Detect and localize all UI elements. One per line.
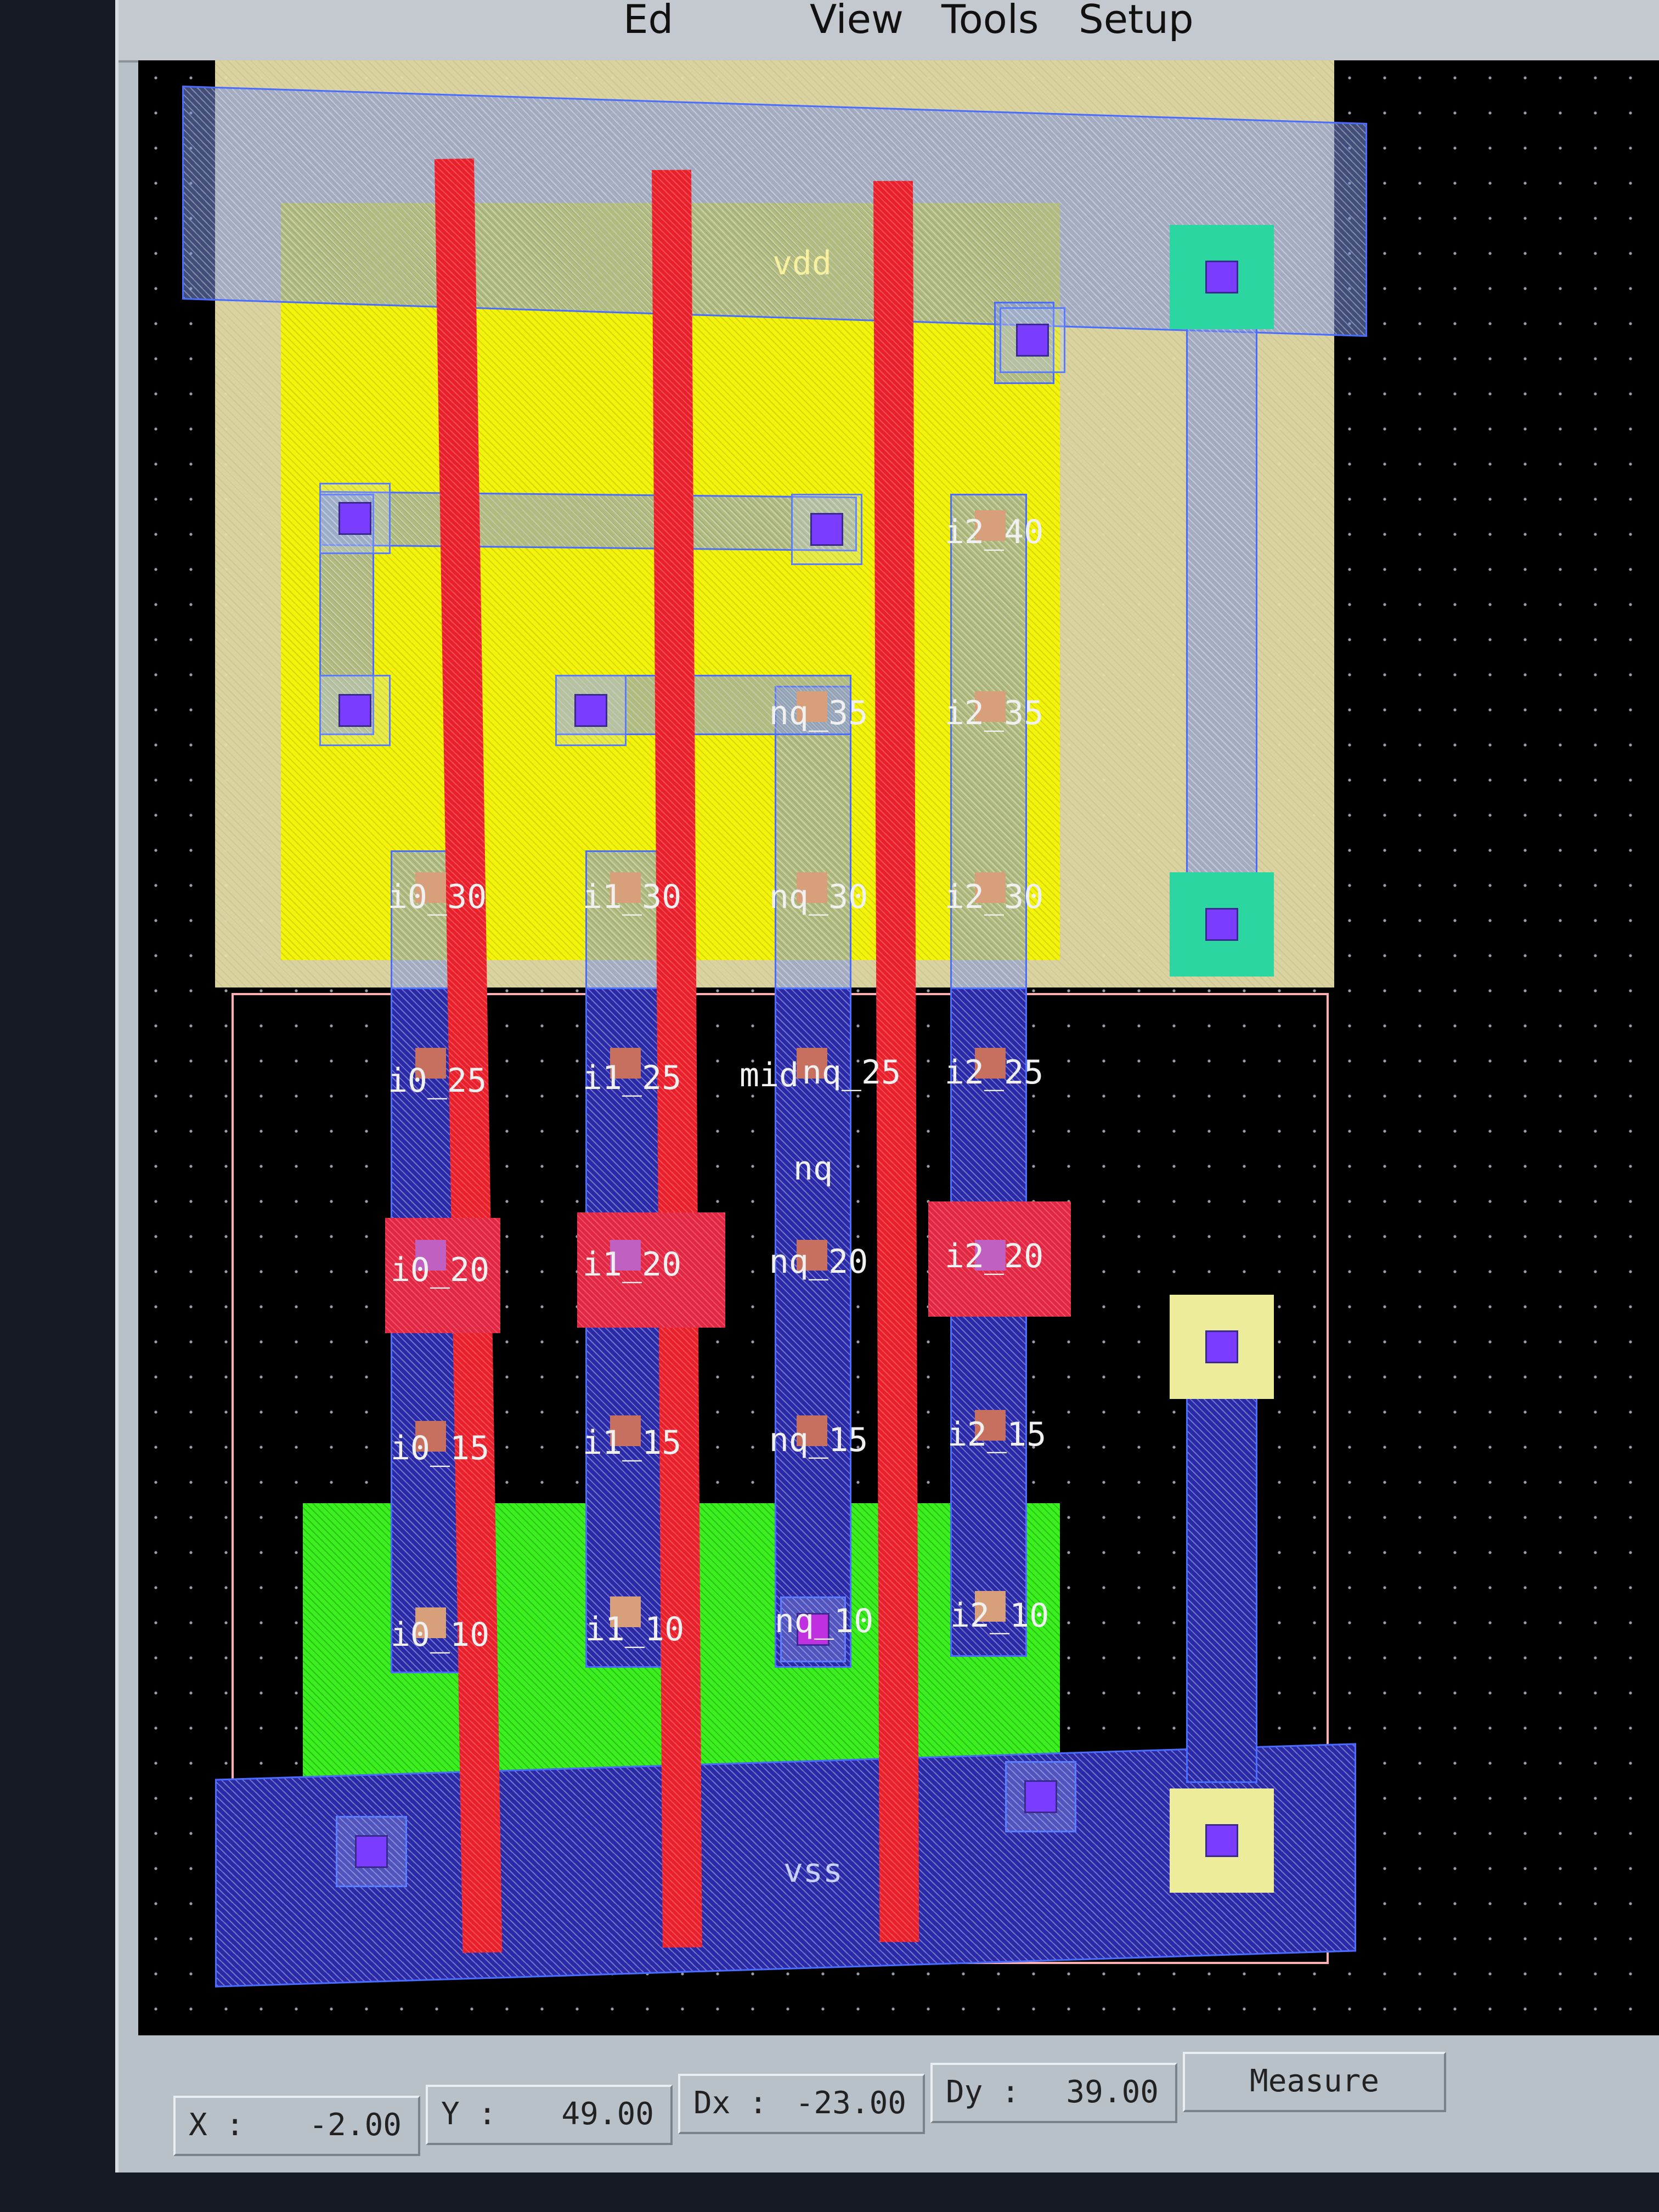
label-i2-15: i2_15: [947, 1415, 1047, 1454]
label-i1-30: i1_30: [582, 878, 682, 916]
metal-i1-lower[interactable]: [585, 988, 662, 1668]
via-i2-15: [975, 1410, 1006, 1441]
via-i0-15: [415, 1421, 446, 1452]
nwell-tap-strap[interactable]: [1186, 324, 1257, 960]
label-nq-25: nq_25: [802, 1053, 901, 1092]
label-i1-15: i1_15: [582, 1424, 682, 1462]
poly-pad-i1[interactable]: [577, 1212, 725, 1328]
via-nq-30: [797, 872, 827, 903]
via-nq-25: [797, 1048, 827, 1079]
label-i2-35: i2_35: [944, 694, 1044, 732]
label-i2-40: i2_40: [944, 513, 1044, 551]
via-i1-15: [610, 1415, 641, 1446]
label-i2-10: i2_10: [950, 1596, 1049, 1635]
layout-editor-window: Ed View Tools Setup vdd vss: [115, 0, 1659, 2172]
label-nq-10: nq_10: [774, 1602, 874, 1640]
contact-pmos-left-bottom-icon: [338, 694, 371, 727]
status-bar: X :-2.00 Y :49.00 Dx :-23.00 Dy :39.00 M…: [173, 2030, 1659, 2172]
contact-nq-10-icon: [797, 1613, 830, 1646]
contact-pmos-mid-top-icon: [810, 513, 843, 546]
contact-nq-strap-left-icon: [574, 694, 607, 727]
label-i0-15: i0_15: [390, 1429, 490, 1468]
label-i1-20: i1_20: [582, 1245, 682, 1284]
label-i0-25: i0_25: [387, 1062, 487, 1100]
label-i1-10: i1_10: [585, 1610, 685, 1649]
metal-pmos-strap-top[interactable]: [319, 490, 857, 552]
vdd-label: vdd: [772, 244, 832, 283]
via-i0-30: [415, 872, 446, 903]
substrate-tap-strap[interactable]: [1186, 1355, 1257, 1783]
via-i1-10: [610, 1596, 641, 1627]
via-i2-25: [975, 1048, 1006, 1079]
via-i1-20: [610, 1240, 641, 1271]
contact-vdd-strap-icon: [1016, 324, 1049, 357]
label-nq-30: nq_30: [769, 878, 868, 916]
contact-vss-right-icon: [1024, 1780, 1057, 1813]
poly-pad-i0[interactable]: [385, 1218, 500, 1333]
menu-tools[interactable]: Tools: [941, 0, 1039, 42]
substrate-tap-mid-contact-icon: [1205, 1330, 1238, 1363]
nwell-tap-bottom-contact-icon: [1205, 908, 1238, 941]
via-nq-15: [797, 1415, 827, 1446]
menu-view[interactable]: View: [810, 0, 904, 42]
dy-field: Dy :39.00: [930, 2063, 1177, 2123]
menu-bar: Ed View Tools Setup: [119, 0, 1659, 63]
via-i2-40: [975, 510, 1006, 541]
label-nq-15: nq_15: [769, 1421, 868, 1459]
label-i0-10: i0_10: [390, 1616, 490, 1654]
label-i2-25: i2_25: [944, 1053, 1044, 1092]
via-nq-20: [797, 1240, 827, 1271]
label-nq-35: nq_35: [769, 694, 868, 732]
label-i0-20: i0_20: [390, 1251, 490, 1289]
via-i0-10: [415, 1607, 446, 1638]
y-coordinate-field: Y :49.00: [426, 2085, 673, 2145]
label-i2-20: i2_20: [944, 1237, 1044, 1276]
substrate-tap-bottom-contact-icon: [1205, 1824, 1238, 1857]
vss-label: vss: [783, 1852, 843, 1890]
via-i1-30: [610, 872, 641, 903]
metal-i2-lower[interactable]: [950, 988, 1027, 1657]
measure-mode-button[interactable]: Measure: [1183, 2052, 1446, 2112]
via-i2-20: [975, 1240, 1006, 1271]
metal-nq-lower[interactable]: [775, 988, 851, 1668]
via-i2-35: [975, 691, 1006, 722]
label-i1-25: i1_25: [582, 1059, 682, 1097]
via-i0-25: [415, 1048, 446, 1079]
metal-i2-upper[interactable]: [950, 494, 1027, 993]
via-i2-10: [975, 1591, 1006, 1622]
via-i2-30: [975, 872, 1006, 903]
via-nq-35: [797, 691, 827, 722]
menu-edit[interactable]: Ed: [623, 0, 674, 42]
nwell-tap-top-contact-icon: [1205, 261, 1238, 294]
via-i1-25: [610, 1048, 641, 1079]
label-nq: nq: [793, 1149, 833, 1188]
label-i2-30: i2_30: [944, 878, 1044, 916]
label-i0-30: i0_30: [387, 878, 487, 916]
contact-vss-left-icon: [355, 1835, 388, 1868]
label-nq-20: nq_20: [769, 1243, 868, 1281]
layout-canvas[interactable]: vdd vss: [138, 60, 1659, 2035]
menu-setup[interactable]: Setup: [1079, 0, 1194, 42]
x-coordinate-field: X :-2.00: [173, 2096, 420, 2156]
via-i0-20: [415, 1240, 446, 1271]
dx-field: Dx :-23.00: [678, 2074, 925, 2134]
metal-i1-upper[interactable]: [585, 850, 662, 993]
label-mid: mid: [739, 1056, 799, 1094]
contact-pmos-left-top-icon: [338, 502, 371, 535]
